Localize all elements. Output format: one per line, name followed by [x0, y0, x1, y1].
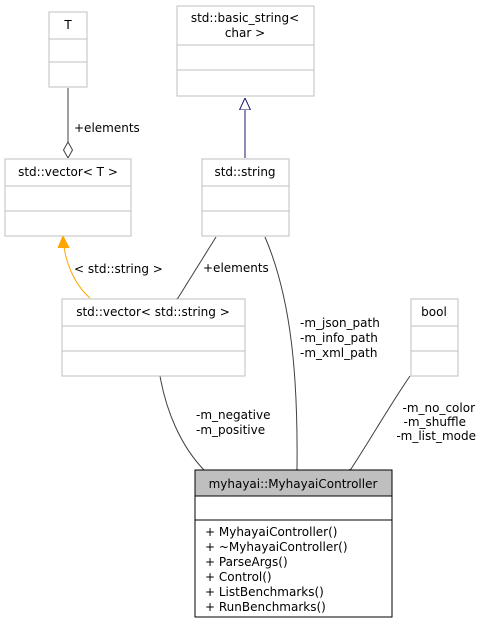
edge-label-string-elements: +elements — [203, 261, 269, 275]
node-bool[interactable]: bool — [410, 298, 459, 377]
method-constructor: + MyhayaiController() — [205, 525, 337, 539]
edge-label-t-elements: +elements — [74, 121, 140, 135]
edge-label-info-path: -m_info_path — [300, 331, 378, 345]
edge-string-to-controller — [264, 236, 297, 469]
node-t[interactable]: T — [48, 11, 88, 88]
edge-string-to-vector-string — [178, 236, 217, 298]
node-basic-string-title-line-1: std::basic_string< — [191, 11, 299, 25]
edge-template-vector — [63, 236, 91, 299]
node-string[interactable]: std::string — [201, 158, 290, 237]
method-list-benchmarks: + ListBenchmarks() — [205, 585, 324, 599]
node-bool-title: bool — [421, 305, 447, 319]
node-basic-string[interactable]: std::basic_string< char > — [176, 5, 315, 97]
edge-label-template-arg: < std::string > — [74, 262, 163, 276]
method-destructor: + ~MyhayaiController() — [205, 540, 348, 554]
node-vector-t-title: std::vector< T > — [18, 165, 118, 179]
method-run-benchmarks: + RunBenchmarks() — [205, 600, 326, 614]
edge-label-shuffle: -m_shuffle — [404, 415, 466, 429]
method-control: + Control() — [205, 570, 272, 584]
node-controller[interactable]: myhayai::MyhayaiController + MyhayaiCont… — [194, 469, 393, 618]
edge-label-no-color: -m_no_color — [402, 401, 475, 415]
node-basic-string-title-line-2: char > — [225, 26, 265, 40]
edge-label-negative: -m_negative — [196, 408, 271, 422]
edge-label-json-path: -m_json_path — [300, 316, 380, 330]
node-controller-title: myhayai::MyhayaiController — [209, 477, 378, 491]
node-vector-string[interactable]: std::vector< std::string > — [61, 298, 246, 377]
node-vector-string-title: std::vector< std::string > — [76, 305, 230, 319]
edge-label-positive: -m_positive — [196, 423, 265, 437]
edge-label-xml-path: -m_xml_path — [300, 346, 377, 360]
node-controller-methods: + MyhayaiController() + ~MyhayaiControll… — [205, 525, 348, 614]
edge-label-list-mode: -m_list_mode — [396, 429, 476, 443]
node-vector-t[interactable]: std::vector< T > — [4, 158, 132, 237]
edge-vector-to-controller — [159, 375, 204, 470]
edge-bool-to-controller — [351, 375, 411, 469]
node-t-title: T — [63, 18, 72, 32]
node-string-title: std::string — [214, 165, 275, 179]
method-parse-args: + ParseArgs() — [205, 555, 288, 569]
